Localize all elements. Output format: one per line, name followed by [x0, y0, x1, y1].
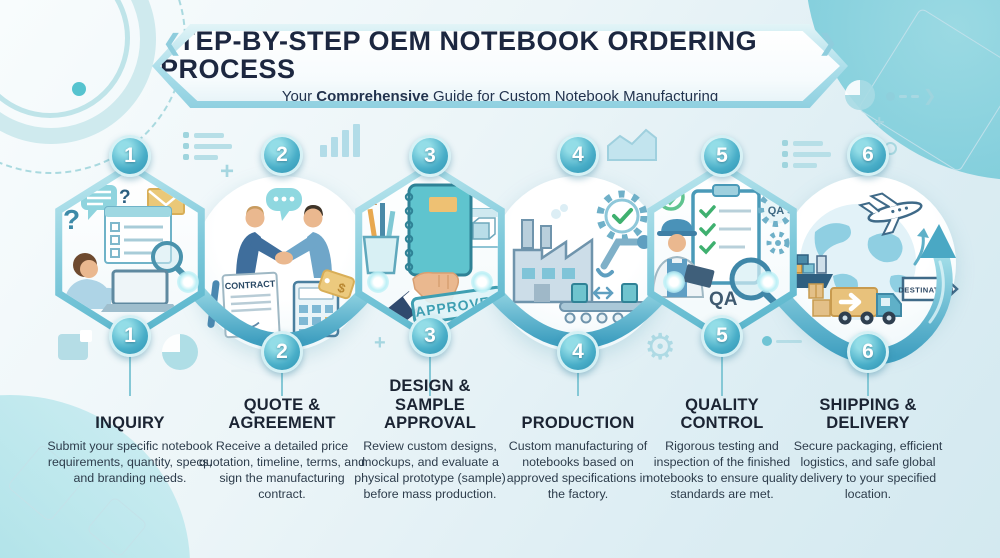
gear-icon: ⚙ — [644, 326, 677, 367]
pencil-cup-icon — [362, 197, 400, 275]
svg-text:DESTINATION: DESTINATION — [898, 286, 953, 295]
list-icon — [782, 140, 831, 168]
glow-dot — [471, 271, 493, 293]
arrow-head — [920, 224, 956, 258]
delivery-truck-icon — [830, 287, 902, 325]
svg-text:QA: QA — [768, 205, 785, 217]
step-caption-6: SHIPPING & DELIVERY Secure packaging, ef… — [783, 376, 953, 503]
glow-dot — [177, 271, 199, 293]
step-number-badge-4: 4 — [557, 134, 599, 176]
route-icon: ❯ — [886, 86, 936, 106]
step-number-badge-5: 5 — [701, 135, 743, 177]
step-caption-1: INQUIRY Submit your specific notebook re… — [45, 376, 215, 487]
step-title: DESIGN & SAMPLE APPROVAL — [383, 377, 477, 433]
step-number-badge-2b: 2 — [261, 331, 303, 373]
step-description: Receive a detailed price quotation, time… — [199, 439, 365, 501]
inquiry-illustration: ? ? — [63, 185, 191, 312]
chevron-left-icon: ❮ — [163, 30, 182, 55]
step-title: INQUIRY — [95, 414, 165, 433]
question-mark-icon: ? — [63, 204, 80, 235]
connector-stem — [721, 356, 723, 396]
conveyor-icon — [559, 283, 647, 324]
step-number-badge-6b: 6 — [847, 331, 889, 373]
step-caption-5: QUALITY CONTROL Rigorous testing and ins… — [637, 376, 807, 503]
gear-icon — [766, 231, 790, 255]
notebook-icon — [404, 183, 473, 277]
step-description: Custom manufacturing of notebooks based … — [506, 439, 650, 501]
page-subtitle: Your Comprehensive Guide for Custom Note… — [281, 88, 719, 106]
production-illustration — [512, 190, 651, 324]
header-banner: STEP-BY-STEP OEM NOTEBOOK ORDERING PROCE… — [152, 24, 848, 108]
step-description: Submit your specific notebook requiremen… — [47, 439, 213, 485]
connector-stem — [429, 356, 431, 396]
pie-chart-icon — [845, 80, 875, 110]
gear-check-icon — [596, 190, 648, 242]
connector-stem — [129, 356, 131, 396]
design-illustration: APPROVED — [362, 183, 498, 325]
page-title: STEP-BY-STEP OEM NOTEBOOK ORDERING PROCE… — [160, 25, 758, 84]
quality-illustration: QA QA — [654, 183, 790, 311]
step-caption-3: DESIGN & SAMPLE APPROVAL Review custom d… — [345, 376, 515, 503]
plus-icon: + — [874, 112, 885, 132]
route-arrow — [913, 234, 925, 266]
plus-icon: + — [374, 332, 386, 354]
step-title: QUALITY CONTROL — [680, 395, 764, 433]
step-description: Rigorous testing and inspection of the f… — [646, 439, 798, 501]
step-number-badge-4b: 4 — [557, 331, 599, 373]
step-caption-4: PRODUCTION Custom manufacturing of noteb… — [493, 376, 663, 503]
step-title: PRODUCTION — [521, 414, 635, 433]
connector-stem — [577, 372, 579, 396]
plus-icon: + — [220, 158, 235, 185]
price-tag-icon: $ — [318, 269, 355, 300]
step-number-badge-1b: 1 — [109, 315, 151, 357]
step-number-badge-3b: 3 — [409, 315, 451, 357]
step-number-badge-2: 2 — [261, 134, 303, 176]
step-description: Review custom designs, mockups, and eval… — [354, 439, 506, 501]
chevron-right-icon: ❯ — [818, 30, 837, 55]
airplane-icon — [857, 192, 923, 237]
step-title: QUOTE & AGREEMENT — [228, 395, 336, 433]
pie-chart-icon — [162, 334, 198, 370]
step-caption-2: QUOTE & AGREEMENT Receive a detailed pri… — [197, 376, 367, 503]
qa-text: QA — [709, 289, 738, 310]
step-number-badge-3: 3 — [409, 135, 451, 177]
step-number-badge-5b: 5 — [701, 315, 743, 357]
question-mark-icon: ? — [119, 187, 131, 208]
step-title: SHIPPING & DELIVERY — [819, 395, 917, 433]
handshake-icon — [236, 205, 332, 278]
bar-chart-icon — [320, 124, 360, 157]
glow-dot — [757, 271, 779, 293]
svg-text:CONTRACT: CONTRACT — [225, 279, 276, 292]
step-description: Secure packaging, efficient logistics, a… — [793, 439, 943, 501]
glow-dot — [663, 271, 685, 293]
glow-dot — [367, 271, 389, 293]
connector-stem — [281, 372, 283, 396]
dot-line-icon — [762, 336, 802, 346]
area-chart-icon — [607, 128, 657, 161]
list-icon — [183, 132, 232, 160]
dot-decor — [72, 82, 86, 96]
connector-stem — [867, 372, 869, 396]
step-number-badge-1: 1 — [109, 135, 151, 177]
step-number-badge-6: 6 — [847, 134, 889, 176]
cube-icon — [58, 330, 92, 360]
